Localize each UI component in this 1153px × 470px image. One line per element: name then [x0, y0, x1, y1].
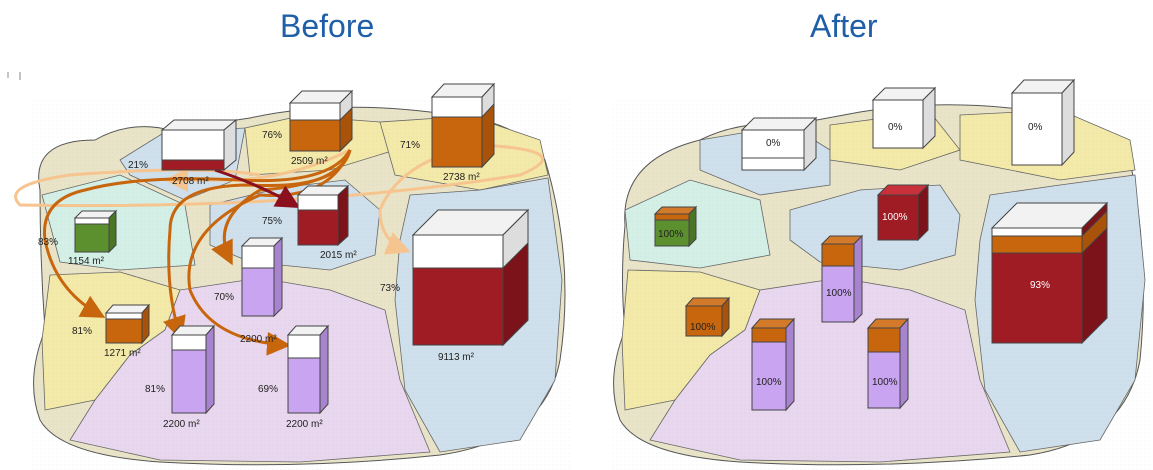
before-pct-5: 75%: [262, 216, 282, 227]
after-title: After: [810, 8, 878, 44]
after-box-purple-right: [866, 317, 910, 410]
before-area-5: 2015 m²: [320, 250, 357, 261]
before-area-10: 2200 m²: [286, 419, 323, 430]
after-box-green: [653, 205, 698, 248]
before-panel: 21% 76% 71% 83% 75% 70% 73% 81% 81% 69% …: [14, 82, 570, 470]
before-arrows: [14, 143, 544, 356]
after-box-purple-left: [750, 317, 796, 412]
after-panel: 0% 0% 0% 100% 100% 100% 100% 100% 100% 9…: [610, 78, 1150, 470]
before-box-2708: [160, 118, 238, 172]
before-box-2200-center: [240, 236, 284, 318]
before-pct-2: 76%: [262, 130, 282, 141]
before-box-2509: [288, 89, 354, 153]
before-pct-3: 71%: [400, 140, 420, 151]
after-pct-5: 100%: [882, 212, 908, 223]
before-pct-1: 21%: [128, 160, 148, 171]
left-edge-marks: [7, 72, 21, 80]
after-box-big: [990, 201, 1109, 345]
before-pct-6: 70%: [214, 292, 234, 303]
before-box-2015: [296, 184, 350, 247]
before-title: Before: [280, 8, 375, 44]
after-box-purple-center: [820, 234, 864, 324]
after-pct-6: 100%: [826, 288, 852, 299]
before-pct-8: 81%: [72, 326, 92, 337]
before-box-2738: [430, 82, 496, 169]
before-area-7: 1271 m²: [104, 348, 141, 359]
before-box-9113: [411, 208, 530, 347]
before-area-3: 2738 m²: [443, 172, 480, 183]
before-area-6: 2200 m²: [240, 334, 277, 345]
before-pct-10: 69%: [258, 384, 278, 395]
before-pct-9: 81%: [145, 384, 165, 395]
after-pct-9: 100%: [872, 377, 898, 388]
after-box-top-left: [740, 116, 818, 172]
before-area-4: 1154 m²: [68, 256, 105, 267]
before-area-2: 2509 m²: [291, 156, 328, 167]
before-box-2200-left: [170, 324, 216, 415]
after-box-top-mid: [871, 86, 937, 150]
after-pct-10: 93%: [1030, 280, 1050, 291]
after-pct-2: 0%: [888, 122, 903, 133]
after-pct-8: 100%: [756, 377, 782, 388]
after-pct-3: 0%: [1028, 122, 1043, 133]
before-area-9: 2200 m²: [163, 419, 200, 430]
after-pct-1: 0%: [766, 138, 781, 149]
before-pct-4: 83%: [38, 237, 58, 248]
after-box-orange: [684, 296, 731, 338]
after-pct-4: 100%: [658, 229, 684, 240]
before-area-8: 9113 m²: [438, 352, 475, 363]
after-box-top-right: [1010, 78, 1076, 167]
after-box-red: [876, 183, 930, 242]
before-box-1154: [73, 209, 118, 254]
before-area-1: 2708 m²: [172, 176, 209, 187]
before-box-2200-right: [286, 324, 330, 415]
after-pct-7: 100%: [690, 322, 716, 333]
before-pct-7: 73%: [380, 283, 400, 294]
before-box-1271: [104, 303, 151, 345]
